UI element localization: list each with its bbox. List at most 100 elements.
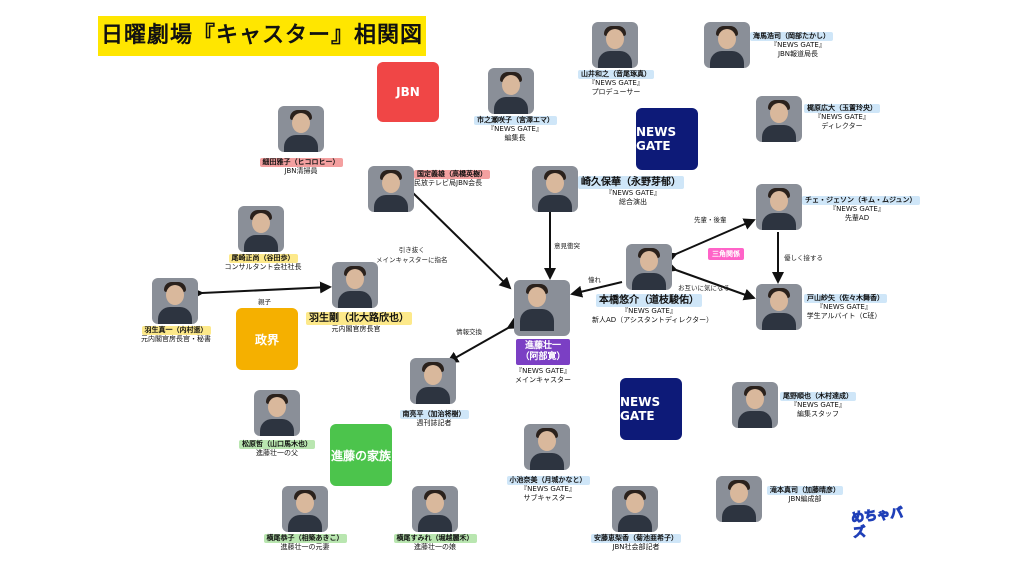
group-jbn: JBN — [377, 62, 439, 122]
relation-otagai: お互いに気になる — [678, 284, 730, 292]
name-minami: 南亮平（加治将樹） — [399, 410, 469, 419]
photo-minami — [410, 358, 456, 404]
role-ichinose: 『NEWS GATE』 編集長 — [487, 125, 543, 142]
role-matsubara: 進藤壮一の父 — [256, 449, 298, 457]
label-ando: 安藤恵梨香（菊池亜希子） JBN社会部記者 — [590, 534, 682, 552]
photo-hanyu-tsuyoshi — [332, 262, 378, 308]
photo-shindo — [514, 280, 570, 336]
label-minami: 南亮平（加治将樹） 週刊誌記者 — [396, 410, 472, 428]
photo-ozaki-junya — [732, 382, 778, 428]
label-yamai: 山井和之（音尾琢真） 『NEWS GATE』 プロデューサー — [574, 70, 658, 97]
photo-hosoda — [278, 106, 324, 152]
name-yokoo-kyoko: 横尾恭子（相築あきこ） — [263, 534, 347, 543]
photo-ando — [612, 486, 658, 532]
role-motohashi: 『NEWS GATE』 新人AD（アシスタントディレクター） — [592, 307, 714, 324]
label-kaibara: 海馬浩司（岡部たかし） 『NEWS GATE』 JBN報道局長 — [750, 32, 846, 59]
group-news-gate-top: NEWS GATE — [636, 108, 698, 170]
page-title: 日曜劇場『キャスター』相関図 — [98, 16, 426, 56]
label-chae: チェ・ジェソン（キム・ムジュン） 『NEWS GATE』 先輩AD — [802, 196, 920, 223]
name-ozaki-masataka: 尾崎正尚（谷田歩） — [228, 254, 298, 263]
name-sakihisa: 崎久保華（永野芽郁） — [578, 176, 684, 189]
name-kaibara: 海馬浩司（岡部たかし） — [750, 32, 833, 41]
role-minami: 週刊誌記者 — [416, 419, 452, 427]
line-motohashi-shindo — [570, 281, 623, 298]
label-hanyu-tsuyoshi: 羽生剛（北大路欣也） 元内閣官房長官 — [306, 312, 412, 334]
role-ando: JBN社会部記者 — [612, 543, 660, 551]
photo-toyama — [756, 284, 802, 330]
relation-hikinuki: 引き抜く メインキャスターに指名 — [376, 246, 448, 264]
role-shindo: 『NEWS GATE』 メインキャスター — [515, 367, 571, 384]
role-yokoo-sumire: 進藤壮一の娘 — [414, 543, 456, 551]
photo-sakihisa — [532, 166, 578, 212]
photo-yokoo-kyoko — [282, 486, 328, 532]
name-yokoo-sumire: 横尾すみれ（堀越麗禾） — [393, 534, 477, 543]
name-hosoda: 細田雅子（ヒコロヒー） — [259, 158, 343, 167]
line-shindo-minami — [446, 317, 520, 363]
label-kunisada: 国定義雄（高橋英樹） 民放テレビ局JBN会長 — [414, 170, 498, 188]
label-motohashi: 本橋悠介（道枝駿佑） 『NEWS GATE』 新人AD（アシスタントディレクター… — [592, 294, 714, 325]
role-hanyu-shinichi: 元内閣官房長官・秘書 — [141, 335, 211, 343]
line-motohashi-chae — [664, 218, 756, 264]
label-hosoda: 細田雅子（ヒコロヒー） JBN清掃員 — [258, 158, 344, 176]
name-hanyu-shinichi: 羽生真一（内村遥） — [141, 326, 211, 335]
line-hanyu-oyako — [191, 281, 332, 300]
name-takimoto: 滝本真司（加藤晴彦） — [767, 486, 843, 495]
role-toyama: 『NEWS GATE』 学生アルバイト（C班） — [806, 303, 882, 320]
role-chae: 『NEWS GATE』 先輩AD — [829, 205, 885, 222]
label-ozaki-masataka: 尾崎正尚（谷田歩） コンサルタント会社社長 — [222, 254, 304, 272]
photo-ozaki-masataka — [238, 206, 284, 252]
photo-takimoto — [716, 476, 762, 522]
relation-iken: 意見衝突 — [554, 242, 580, 250]
photo-yamai — [592, 22, 638, 68]
group-seikai: 政界 — [236, 308, 298, 370]
role-hosoda: JBN清掃員 — [284, 167, 318, 175]
label-ozaki-junya: 尾野順也（木村達成） 『NEWS GATE』 編集スタッフ — [778, 392, 858, 419]
photo-kajiwara — [756, 96, 802, 142]
photo-ichinose — [488, 68, 534, 114]
photo-matsubara — [254, 390, 300, 436]
name-ozaki-junya: 尾野順也（木村達成） — [780, 392, 856, 401]
name-chae: チェ・ジェソン（キム・ムジュン） — [802, 196, 920, 205]
relation-yasashiku: 優しく接する — [784, 254, 823, 262]
name-shindo: 進藤壮一 （阿部寛） — [516, 339, 570, 365]
label-yokoo-kyoko: 横尾恭子（相築あきこ） 進藤壮一の元妻 — [262, 534, 348, 552]
name-ichinose: 市之瀬咲子（宮澤エマ） — [474, 116, 557, 125]
label-ichinose: 市之瀬咲子（宮澤エマ） 『NEWS GATE』 編集長 — [474, 116, 557, 143]
label-yokoo-sumire: 横尾すみれ（堀越麗禾） 進藤壮一の娘 — [392, 534, 478, 552]
label-toyama: 戸山紗矢（佐々木舞香） 『NEWS GATE』 学生アルバイト（C班） — [804, 294, 887, 321]
name-yamai: 山井和之（音尾琢真） — [578, 70, 654, 79]
photo-kunisada — [368, 166, 414, 212]
line-kunisada-shindo — [411, 191, 512, 290]
name-kunisada: 国定義雄（高橋英樹） — [414, 170, 490, 179]
line-motohashi-toyama — [664, 260, 756, 301]
name-matsubara: 松原哲（山口馬木也） — [239, 440, 315, 449]
label-matsubara: 松原哲（山口馬木也） 進藤壮一の父 — [236, 440, 318, 458]
name-kajiwara: 梶原広大（玉置玲央） — [804, 104, 880, 113]
relation-senpai: 先輩・後輩 — [694, 216, 727, 224]
relation-oyako: 親子 — [258, 298, 271, 306]
role-takimoto: JBN編成部 — [788, 495, 822, 503]
logo-mechabuzu: めちゃバズ — [850, 505, 904, 542]
triangle-badge: 三角関係 — [708, 248, 744, 260]
photo-hanyu-shinichi — [152, 278, 198, 324]
label-shindo: 進藤壮一 （阿部寛） 『NEWS GATE』 メインキャスター — [492, 339, 594, 385]
relation-joho: 情報交換 — [456, 328, 482, 336]
name-koike: 小池奈美（月城かなと） — [506, 476, 590, 485]
role-ozaki-junya: 『NEWS GATE』 編集スタッフ — [790, 401, 846, 418]
photo-motohashi — [626, 244, 672, 290]
label-sakihisa: 崎久保華（永野芽郁） 『NEWS GATE』 総合演出 — [578, 176, 688, 207]
label-takimoto: 滝本真司（加藤晴彦） JBN編成部 — [764, 486, 846, 504]
group-family: 進藤の家族 — [330, 424, 392, 486]
label-kajiwara: 梶原広大（玉置玲央） 『NEWS GATE』 ディレクター — [804, 104, 880, 131]
relation-akogare: 憧れ — [588, 276, 601, 284]
role-kaibara: 『NEWS GATE』 JBN報道局長 — [770, 41, 826, 58]
label-hanyu-shinichi: 羽生真一（内村遥） 元内閣官房長官・秘書 — [134, 326, 218, 344]
name-toyama: 戸山紗矢（佐々木舞香） — [804, 294, 887, 303]
role-kunisada: 民放テレビ局JBN会長 — [414, 179, 483, 187]
role-yokoo-kyoko: 進藤壮一の元妻 — [280, 543, 330, 551]
photo-kaibara — [704, 22, 750, 68]
role-sakihisa: 『NEWS GATE』 総合演出 — [605, 189, 661, 206]
role-yamai: 『NEWS GATE』 プロデューサー — [588, 79, 644, 96]
label-koike: 小池奈美（月城かなと） 『NEWS GATE』 サブキャスター — [506, 476, 590, 503]
